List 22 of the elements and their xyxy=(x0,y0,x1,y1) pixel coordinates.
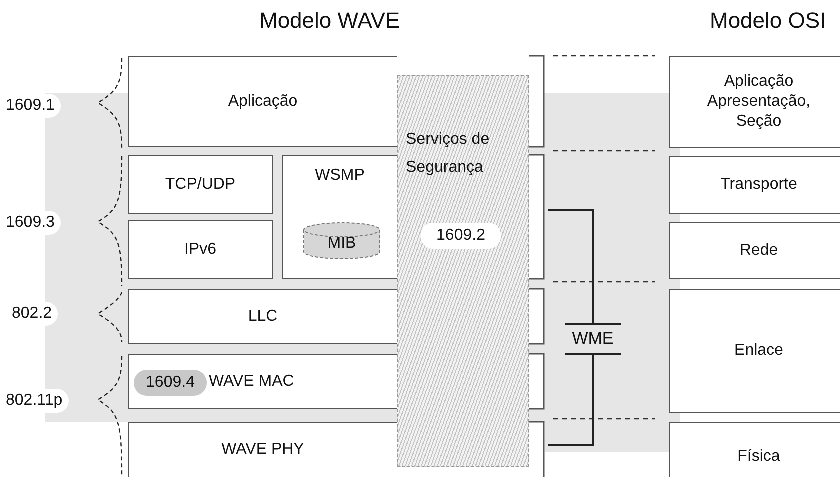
layer-box: WAVE PHY xyxy=(128,422,397,477)
layer-box xyxy=(282,155,397,279)
layer-box: Física xyxy=(669,422,840,477)
layer-box: IPv6 xyxy=(128,220,273,279)
security-panel xyxy=(397,75,529,467)
layer-box: LLC xyxy=(128,289,397,344)
layer-box: Rede xyxy=(669,222,840,279)
standard-badge: 1609.2 xyxy=(421,223,501,249)
layer-box: Aplicação Apresentação, Seção xyxy=(669,56,840,148)
column-heading: Modelo OSI xyxy=(710,8,826,34)
column-heading: Modelo WAVE xyxy=(260,8,400,34)
entity-box: WME xyxy=(565,323,621,355)
layer-box: Enlace xyxy=(669,289,840,413)
layer-name: WAVE MAC xyxy=(209,372,294,392)
layer-box xyxy=(128,354,397,409)
layer-name: Serviços de Segurança xyxy=(406,130,491,178)
layer-box: Transporte xyxy=(669,156,840,214)
layer-name: WSMP xyxy=(314,166,366,186)
layer-box: TCP/UDP xyxy=(128,155,273,214)
layer-box: Aplicação xyxy=(128,56,397,147)
database-cylinder: MIB xyxy=(303,222,381,260)
standard-badge: 1609.4 xyxy=(134,370,207,396)
